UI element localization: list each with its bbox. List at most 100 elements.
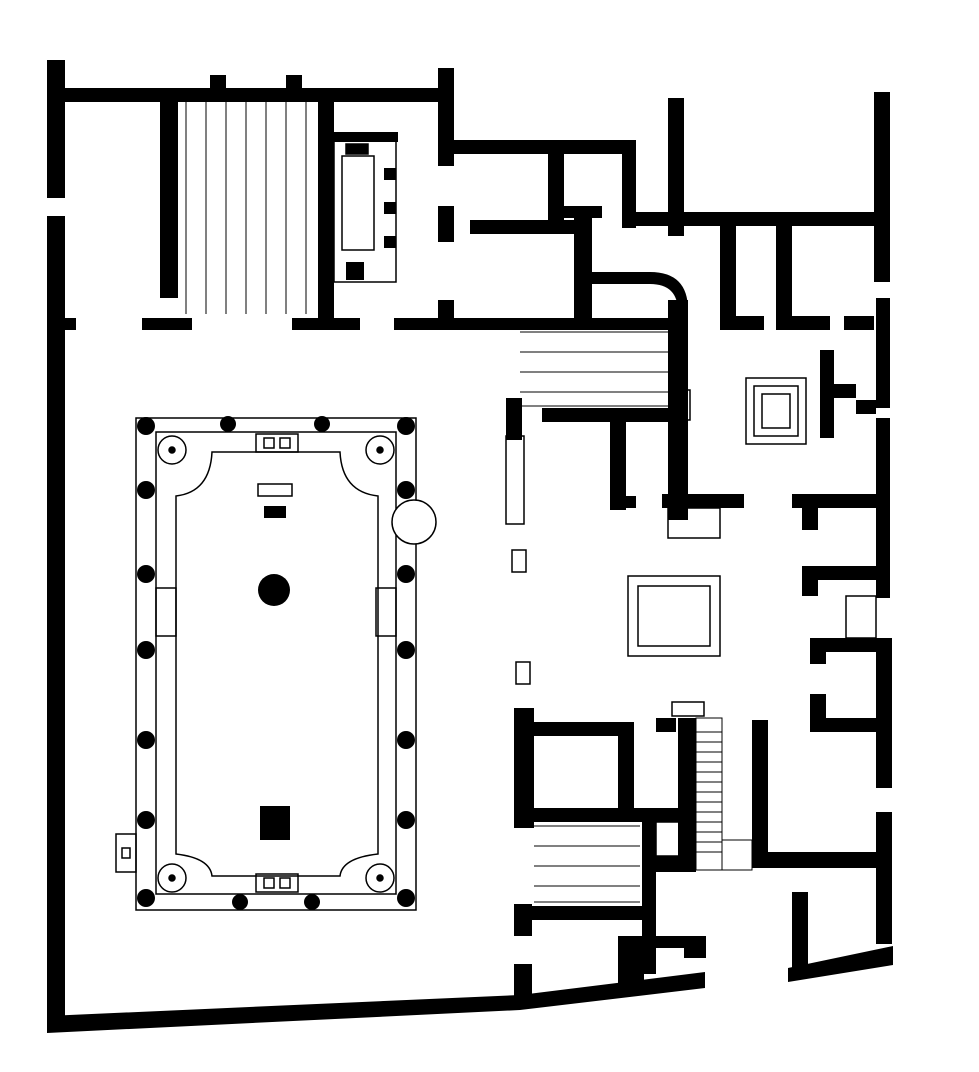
wall <box>622 140 636 228</box>
wall <box>618 936 644 986</box>
column <box>314 416 330 432</box>
column <box>304 894 320 910</box>
wall <box>668 300 688 520</box>
pedestal <box>511 549 527 573</box>
pedestal <box>515 661 531 685</box>
staircase-central <box>520 331 668 407</box>
wall-west <box>47 60 65 198</box>
column <box>397 731 415 749</box>
wall <box>334 132 398 142</box>
wall <box>292 318 360 330</box>
wall <box>506 398 522 440</box>
wall-south <box>47 995 520 1033</box>
column <box>397 889 415 907</box>
wall <box>656 718 676 732</box>
wall <box>610 496 636 508</box>
wall <box>514 906 642 920</box>
wall <box>792 892 808 974</box>
wall <box>820 384 856 398</box>
impluvium <box>627 575 721 657</box>
peristyle-courtyard <box>115 417 437 911</box>
wall <box>562 206 602 218</box>
wall-east <box>876 638 892 788</box>
staircase-north <box>185 102 307 314</box>
doorway-step <box>671 701 705 717</box>
fountain <box>258 574 290 606</box>
narrow-stair <box>695 717 753 871</box>
doorway-step <box>845 595 877 639</box>
wall <box>810 638 876 652</box>
wall <box>470 220 588 234</box>
wall-east <box>876 418 890 598</box>
wall <box>534 722 620 736</box>
column <box>397 641 415 659</box>
wall <box>810 638 826 664</box>
wall <box>548 154 564 224</box>
wall <box>678 718 696 860</box>
wall <box>574 218 592 330</box>
wall <box>656 856 696 872</box>
wall <box>438 140 634 154</box>
wall <box>514 964 532 1002</box>
wall-south <box>788 946 893 982</box>
column <box>137 731 155 749</box>
pool-feature <box>264 506 286 518</box>
wall-east <box>876 812 892 944</box>
column <box>397 481 415 499</box>
column <box>397 811 415 829</box>
doorway-step <box>667 507 721 539</box>
wall <box>720 224 736 328</box>
wall <box>438 206 454 242</box>
wall-north <box>47 88 451 102</box>
wall <box>64 318 76 330</box>
wall-south <box>520 972 705 1010</box>
wall <box>802 566 818 596</box>
columns <box>137 416 415 910</box>
walls <box>47 60 893 1033</box>
column <box>232 894 248 910</box>
wall <box>610 420 626 510</box>
column <box>137 641 155 659</box>
wall <box>384 236 396 248</box>
wall <box>662 494 744 508</box>
wall <box>318 100 334 330</box>
column <box>220 416 236 432</box>
column <box>137 481 155 499</box>
wall <box>720 316 764 330</box>
wall <box>668 98 684 236</box>
staircase-south <box>534 825 640 903</box>
wall <box>542 408 672 422</box>
wall <box>384 168 396 180</box>
wall <box>160 100 178 298</box>
wall <box>514 708 534 828</box>
wall <box>622 212 888 226</box>
wall-east <box>874 92 890 282</box>
wall <box>142 318 192 330</box>
wall <box>802 494 818 530</box>
wall <box>514 808 642 822</box>
doorway-step <box>679 389 691 421</box>
wall <box>802 566 876 580</box>
rectangular-basin <box>745 377 807 445</box>
wall <box>810 718 876 732</box>
small-basin <box>333 139 397 283</box>
wall-east <box>876 298 890 408</box>
wall-north-pier <box>210 75 226 91</box>
column <box>137 417 155 435</box>
bench <box>505 435 525 525</box>
pedestal <box>260 806 290 840</box>
central-pool <box>175 451 379 877</box>
wall-west <box>47 216 65 1028</box>
wall <box>656 936 706 948</box>
wall <box>752 852 876 868</box>
column <box>137 565 155 583</box>
wall-north-pier <box>286 75 302 91</box>
wall <box>384 202 396 214</box>
wall <box>776 316 830 330</box>
wall <box>776 224 792 328</box>
column <box>397 565 415 583</box>
wall <box>346 262 364 280</box>
column <box>397 417 415 435</box>
wall <box>642 808 656 974</box>
